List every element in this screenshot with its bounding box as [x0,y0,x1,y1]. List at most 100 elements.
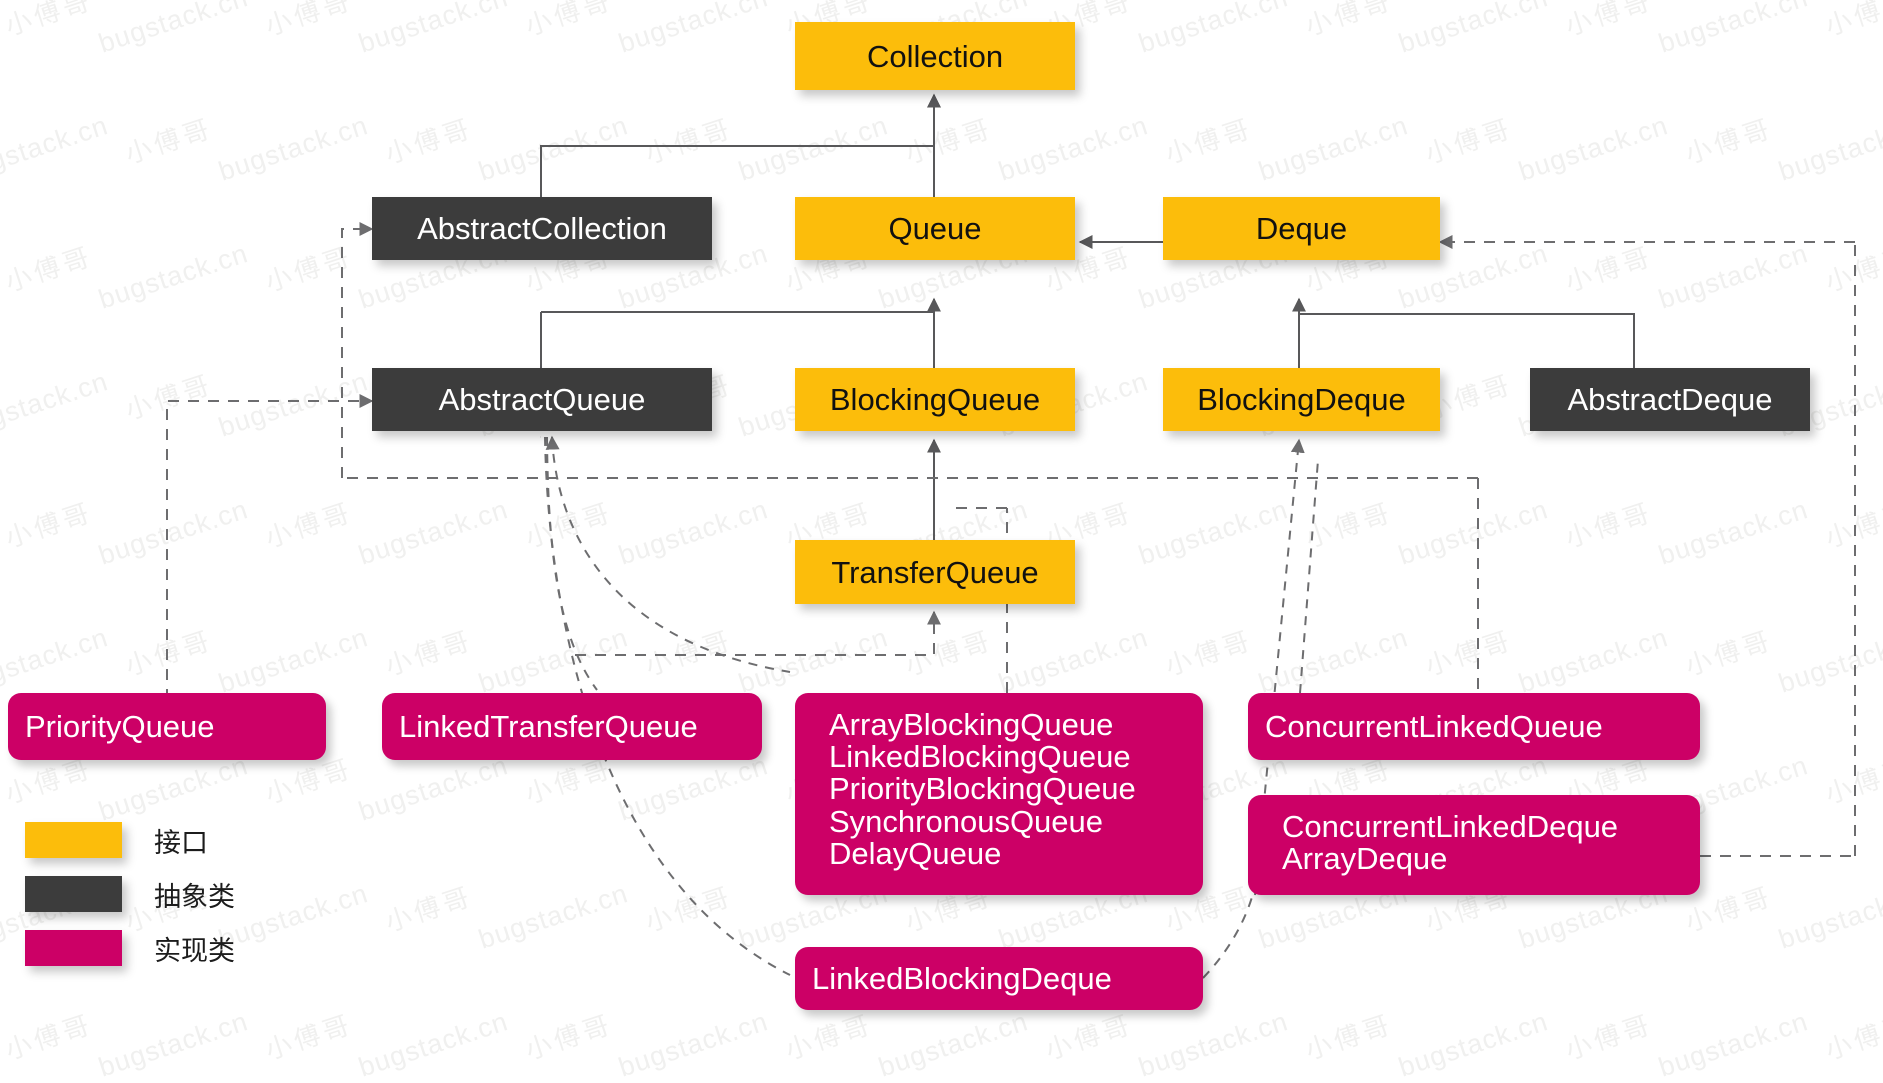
watermark-text: 小傅哥 [261,240,357,298]
watermark-text: bugstack.cn [355,494,512,571]
node-transfer-queue-label: TransferQueue [831,554,1039,590]
watermark-text: bugstack.cn [1655,238,1812,315]
node-deque[interactable]: Deque [1163,197,1440,260]
node-transfer-queue[interactable]: TransferQueue [795,540,1075,604]
watermark-text: 小傅哥 [1681,112,1777,170]
wire-curve-arrayblocking-abstractqueue [546,436,598,691]
watermark-text: bugstack.cn [475,110,632,187]
legend-swatch-implementation [25,930,122,966]
node-blocking-queue-group[interactable]: ArrayBlockingQueue LinkedBlockingQueue P… [795,693,1203,895]
watermark-text: 小傅哥 [521,496,617,554]
watermark-text: 小傅哥 [1,0,97,42]
node-blocking-queue[interactable]: BlockingQueue [795,368,1075,431]
wire-concurrentlinkedqueue-up [1299,459,1319,694]
node-linked-blocking-deque[interactable]: LinkedBlockingDeque [795,947,1203,1010]
node-linked-transfer-queue[interactable]: LinkedTransferQueue [382,693,762,760]
node-concurrent-linked-queue[interactable]: ConcurrentLinkedQueue [1248,693,1700,760]
watermark-text: bugstack.cn [735,622,892,699]
watermark-text: bugstack.cn [615,1006,772,1083]
watermark-text: 小傅哥 [641,112,737,170]
watermark-text: bugstack.cn [1135,0,1292,59]
watermark-text: bugstack.cn [1775,878,1883,955]
watermark-text: 小傅哥 [1821,496,1883,554]
node-queue[interactable]: Queue [795,197,1075,260]
watermark-text: 小傅哥 [1821,1008,1883,1066]
node-blocking-deque-label: BlockingDeque [1197,382,1406,417]
watermark-text: bugstack.cn [355,1006,512,1083]
watermark-text: 小傅哥 [521,1008,617,1066]
watermark-text: bugstack.cn [1255,110,1412,187]
list-item: ConcurrentLinkedDeque [1282,809,1619,844]
watermark-text: 小傅哥 [1,496,97,554]
node-abstract-deque-label: AbstractDeque [1567,382,1773,417]
watermark-text: 小傅哥 [1301,496,1397,554]
watermark-text: bugstack.cn [735,110,892,187]
legend-item-implementation: 实现类 [25,930,235,967]
list-item: ArrayBlockingQueue [829,707,1114,742]
node-priority-queue-label: PriorityQueue [25,709,215,744]
watermark-text: bugstack.cn [1515,622,1672,699]
wire-abstractcollection-left-feed [341,222,374,478]
watermark-text: bugstack.cn [0,366,112,443]
node-abstract-queue[interactable]: AbstractQueue [372,368,712,431]
node-blocking-deque[interactable]: BlockingDeque [1163,368,1440,431]
watermark-text: 小傅哥 [1421,112,1517,170]
watermark-text: 小傅哥 [1561,0,1657,42]
wire-linkedblockingdeque-right [1202,896,1253,979]
watermark-text: bugstack.cn [215,366,372,443]
watermark-text: bugstack.cn [995,110,1152,187]
legend-swatch-abstract [25,876,122,912]
list-item: SynchronousQueue [829,803,1104,839]
node-deque-group[interactable]: ConcurrentLinkedDeque ArrayDeque [1248,795,1700,895]
node-abstract-queue-label: AbstractQueue [438,382,646,417]
node-abstract-collection[interactable]: AbstractCollection [372,197,712,260]
watermark-text: 小傅哥 [261,1008,357,1066]
node-linked-blocking-deque-label: LinkedBlockingDeque [812,961,1112,996]
watermark-text: bugstack.cn [615,494,772,571]
watermark-text: 小傅哥 [1821,0,1883,42]
node-blocking-queue-label: BlockingQueue [829,382,1041,417]
watermark-text: bugstack.cn [875,1006,1032,1083]
watermark-text: bugstack.cn [1395,1006,1552,1083]
watermark-text: bugstack.cn [95,238,252,315]
watermark-text: bugstack.cn [95,750,252,827]
watermark-text: 小傅哥 [781,1008,877,1066]
list-item: PriorityBlockingQueue [829,771,1136,807]
node-abstract-deque[interactable]: AbstractDeque [1530,368,1810,431]
wire-curve-linkedtransferqueue-abstractqueue [545,435,791,673]
watermark-text: bugstack.cn [1395,0,1552,59]
watermark-text: bugstack.cn [0,110,112,187]
node-collection[interactable]: Collection [795,22,1075,90]
legend-swatch-interface [25,822,122,858]
watermark-text: 小傅哥 [381,880,477,938]
watermark-text: bugstack.cn [1395,494,1552,571]
watermark-text: bugstack.cn [215,622,372,699]
legend-item-abstract: 抽象类 [25,876,235,913]
watermark-text: bugstack.cn [615,750,772,827]
watermark-text: bugstack.cn [355,0,512,59]
watermark-text: bugstack.cn [215,110,372,187]
watermark-text: bugstack.cn [1775,110,1883,187]
legend-label-implementation: 实现类 [154,935,235,967]
watermark-text: bugstack.cn [0,622,112,699]
watermark-text: 小傅哥 [901,624,997,682]
watermark-text: 小傅哥 [901,112,997,170]
node-abstract-collection-label: AbstractCollection [417,211,667,246]
watermark-text: 小傅哥 [121,624,217,682]
legend-label-abstract: 抽象类 [154,881,235,913]
watermark-text: 小傅哥 [1821,240,1883,298]
watermark-text: 小傅哥 [1561,240,1657,298]
watermark-text: 小傅哥 [121,368,217,426]
node-priority-queue[interactable]: PriorityQueue [8,693,326,760]
legend-item-interface: 接口 [25,822,235,859]
node-deque-label: Deque [1255,211,1348,246]
watermark-text: 小傅哥 [1561,496,1657,554]
watermark-text: bugstack.cn [1135,1006,1292,1083]
node-deque-group-lines: ConcurrentLinkedDeque ArrayDeque [1248,795,1700,875]
wire-transferqueue-bus [575,610,941,656]
watermark-text: bugstack.cn [215,878,372,955]
wire-abstractdeque-elbow [1299,313,1635,368]
watermark-text: 小傅哥 [1421,624,1517,682]
watermark-text: 小傅哥 [1561,1008,1657,1066]
watermark-text: 小傅哥 [261,0,357,42]
